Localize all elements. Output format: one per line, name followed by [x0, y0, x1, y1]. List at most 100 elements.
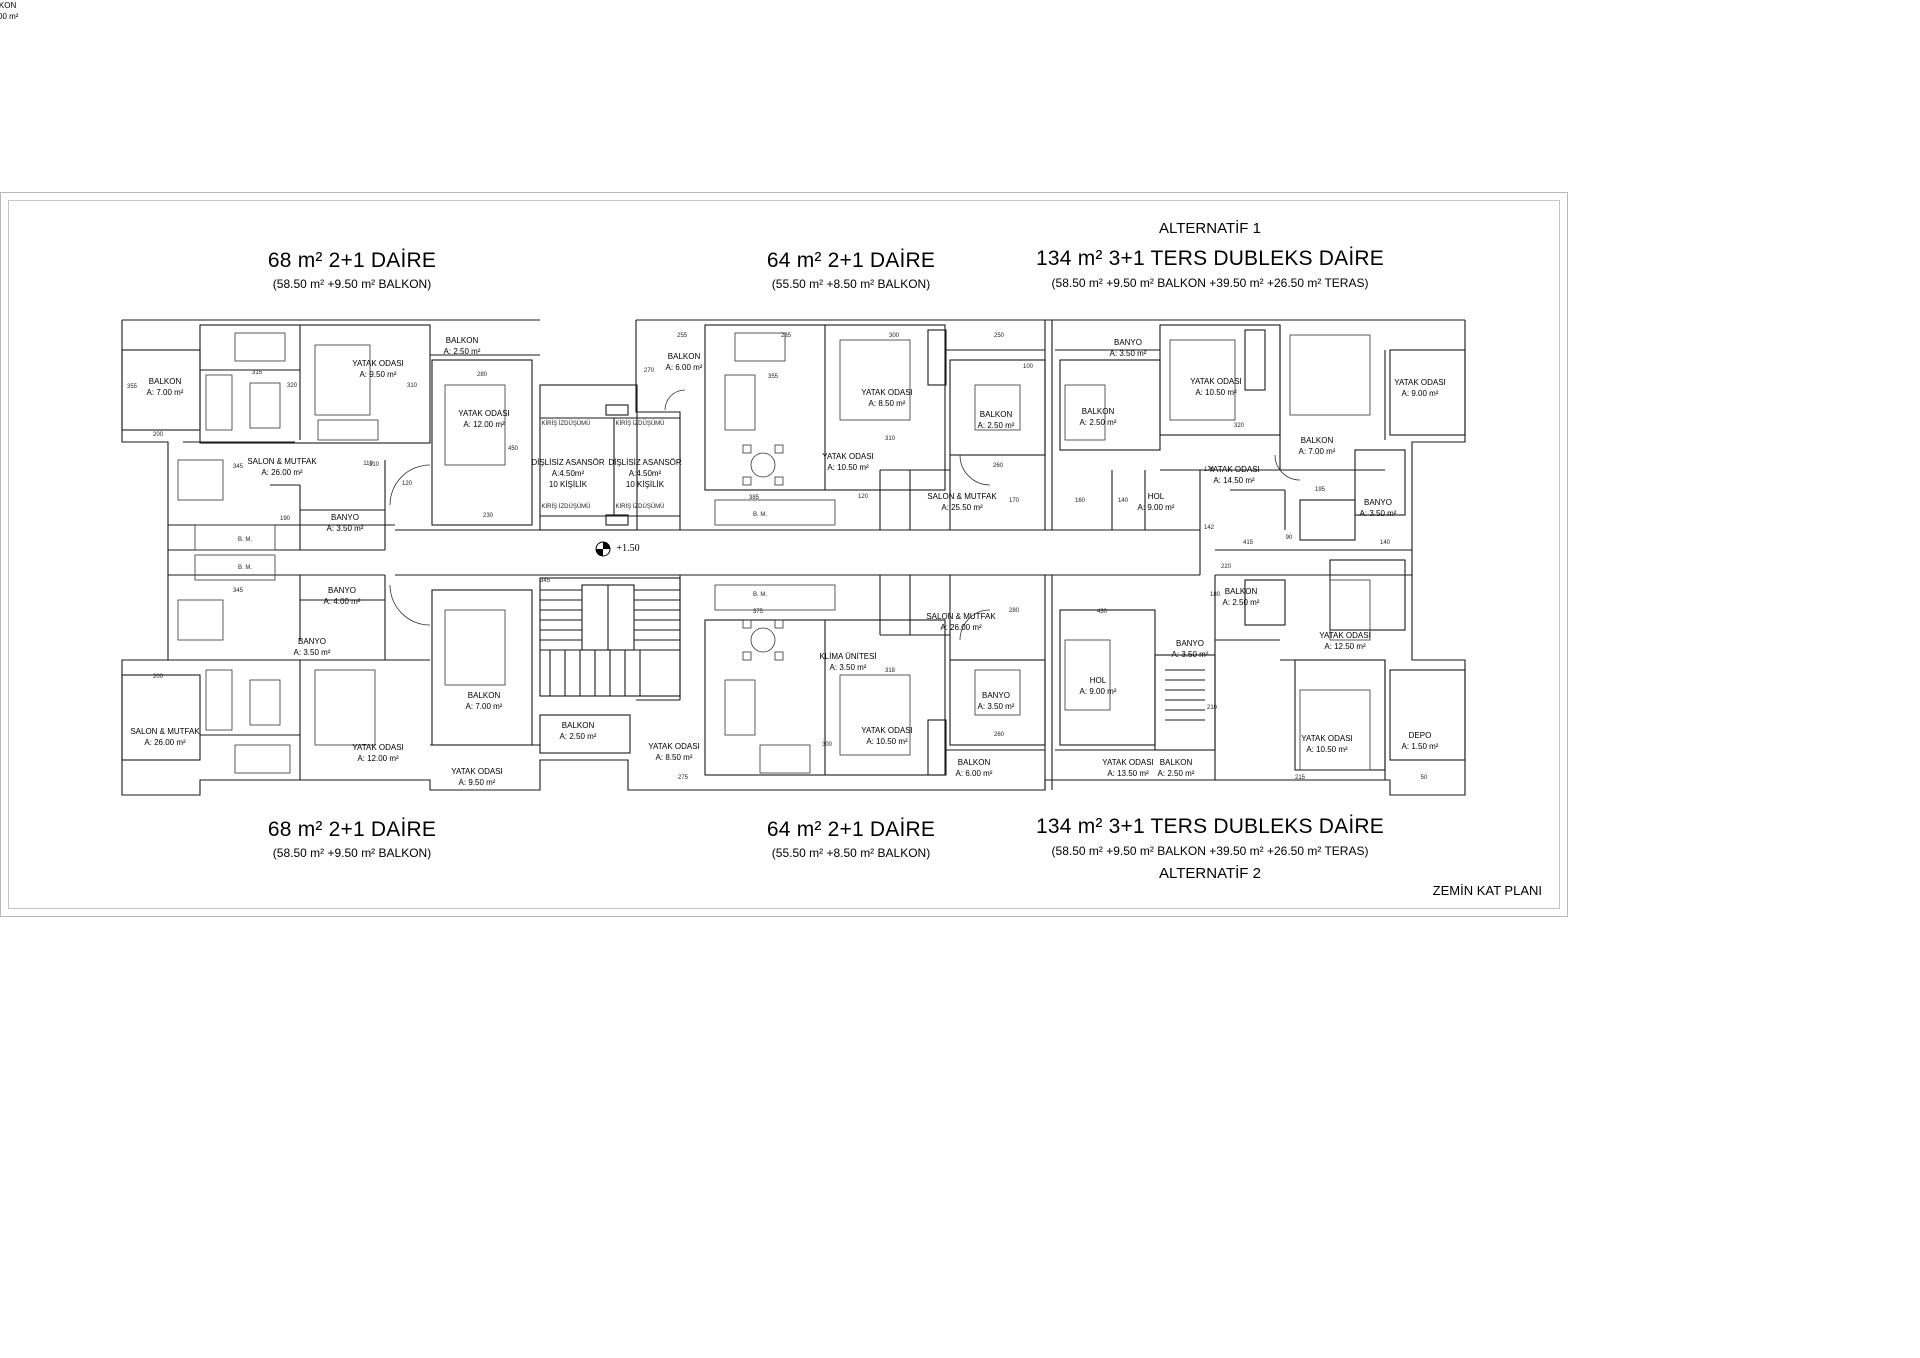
room-name: DİŞLİSİZ ASANSÖR — [608, 458, 682, 467]
dimension-label: 120 — [401, 481, 413, 487]
room-label: SALON & MUTFAK A: 26.00 m² — [130, 726, 199, 748]
dimension-label: 300 — [888, 333, 900, 339]
room-capacity: 10 KİŞİLİK — [625, 480, 665, 489]
dimension-label: 210 — [1206, 705, 1218, 711]
room-label: SALON & MUTFAK A: 26.00 m² — [926, 611, 995, 633]
room-name: BANYO — [1175, 639, 1204, 648]
room-name: YATAK ODASI — [1301, 734, 1353, 743]
room-area: A: 26.00 m² — [261, 468, 303, 477]
room-name: YATAK ODASI — [352, 743, 404, 752]
dimension-label: 260 — [992, 463, 1004, 469]
dimension-label: 180 — [1209, 592, 1221, 598]
bottom-middle-unit-subtitle: (55.50 m² +8.50 m² BALKON) — [771, 846, 931, 860]
beam-trace-label: KİRİŞ İZDÜŞÜMÜ — [615, 421, 665, 427]
room-name: SALON & MUTFAK — [926, 612, 996, 621]
dimension-label: 190 — [279, 516, 291, 522]
room-label: BANYO A: 3.50 m² — [978, 690, 1015, 712]
dimension-label: 220 — [1220, 564, 1232, 570]
room-label: YATAK ODASI A: 12.00 m² — [352, 742, 404, 764]
room-area: A: 26.00 m² — [144, 738, 186, 747]
room-area: A: 3.50 m² — [293, 648, 331, 657]
room-label: BALKON A: 2.50 m² — [560, 720, 597, 742]
dimension-label: 200 — [152, 432, 164, 438]
top-right-unit-subtitle: (58.50 m² +9.50 m² BALKON +39.50 m² +26.… — [1051, 276, 1369, 290]
room-area: A: 12.50 m² — [1324, 642, 1366, 651]
room-name: BALKON — [1081, 407, 1115, 416]
room-name: BALKON — [148, 377, 182, 386]
room-label: BALKON A: 7.00 m² — [147, 376, 184, 398]
room-area: A: 2.50 m² — [1222, 598, 1260, 607]
dimension-label: 170 — [1008, 498, 1020, 504]
room-name: YATAK ODASI — [458, 409, 510, 418]
dimension-label: 345 — [539, 578, 551, 584]
room-name: SALON & MUTFAK — [130, 727, 200, 736]
room-name: BANYO — [330, 513, 359, 522]
bottom-right-unit-title: 134 m² 3+1 TERS DUBLEKS DAİRE — [1036, 815, 1384, 838]
room-name: BALKON — [979, 410, 1013, 419]
room-label: SALON & MUTFAK A: 26.00 m² — [247, 456, 316, 478]
room-name: YATAK ODASI — [861, 388, 913, 397]
room-name: YATAK ODASI — [451, 767, 503, 776]
dimension-label: 345 — [232, 588, 244, 594]
room-area: A: 7.00 m² — [465, 702, 503, 711]
room-name: BANYO — [297, 637, 326, 646]
dimension-label: 50 — [1420, 775, 1428, 781]
room-name: HOL — [1089, 676, 1107, 685]
room-area: A: 26.00 m² — [940, 623, 982, 632]
washing-machine-label: B. M. — [752, 512, 768, 518]
room-area: A: 3.50 m² — [1109, 349, 1147, 358]
dimension-label: 260 — [993, 732, 1005, 738]
dimension-label: 90 — [1285, 535, 1293, 541]
dimension-label: 178 — [1203, 467, 1215, 473]
bottom-middle-unit-title: 64 m² 2+1 DAİRE — [766, 818, 936, 841]
room-area: A: 12.00 m² — [357, 754, 399, 763]
room-name: SALON & MUTFAK — [247, 457, 317, 466]
dimension-label: 140 — [1379, 540, 1391, 546]
room-name: BANYO — [981, 691, 1010, 700]
room-name: YATAK ODASI — [1208, 465, 1260, 474]
room-area: A: 6.00 m² — [665, 363, 703, 372]
dimension-label: 255 — [676, 333, 688, 339]
dimension-label: 318 — [884, 668, 896, 674]
room-area: A: 2.50 m² — [1079, 418, 1117, 427]
top-right-unit-title: 134 m² 3+1 TERS DUBLEKS DAİRE — [1036, 247, 1384, 270]
room-area: A: 10.50 m² — [827, 463, 869, 472]
room-name: BALKON — [467, 691, 501, 700]
room-area: A: 10.50 m² — [866, 737, 908, 746]
dimension-label: 315 — [251, 370, 263, 376]
room-area: A: 10.50 m² — [1195, 388, 1237, 397]
dimension-label: 310 — [368, 462, 380, 468]
room-area: A: 6.00 m² — [955, 769, 993, 778]
beam-trace-label: KİRİŞ İZDÜŞÜMÜ — [541, 421, 591, 427]
room-name: BALKON — [561, 721, 595, 730]
dimension-label: 355 — [767, 374, 779, 380]
dimension-label: 275 — [677, 775, 689, 781]
room-area: A: 7.00 m² — [146, 388, 184, 397]
room-area: A: 13.50 m² — [1107, 769, 1149, 778]
room-area: A: 7.00 m² — [0, 12, 19, 21]
room-area: A: 3.50 m² — [977, 702, 1015, 711]
room-area: A: 2.50 m² — [559, 732, 597, 741]
dimension-label: 110 — [363, 461, 373, 467]
dimension-label: 320 — [1233, 423, 1245, 429]
room-name: BALKON — [667, 352, 701, 361]
room-name: KLİMA ÜNİTESİ — [819, 652, 877, 661]
bottom-right-alternative-label: ALTERNATİF 2 — [1159, 865, 1261, 882]
room-area: A: 8.50 m² — [868, 399, 906, 408]
